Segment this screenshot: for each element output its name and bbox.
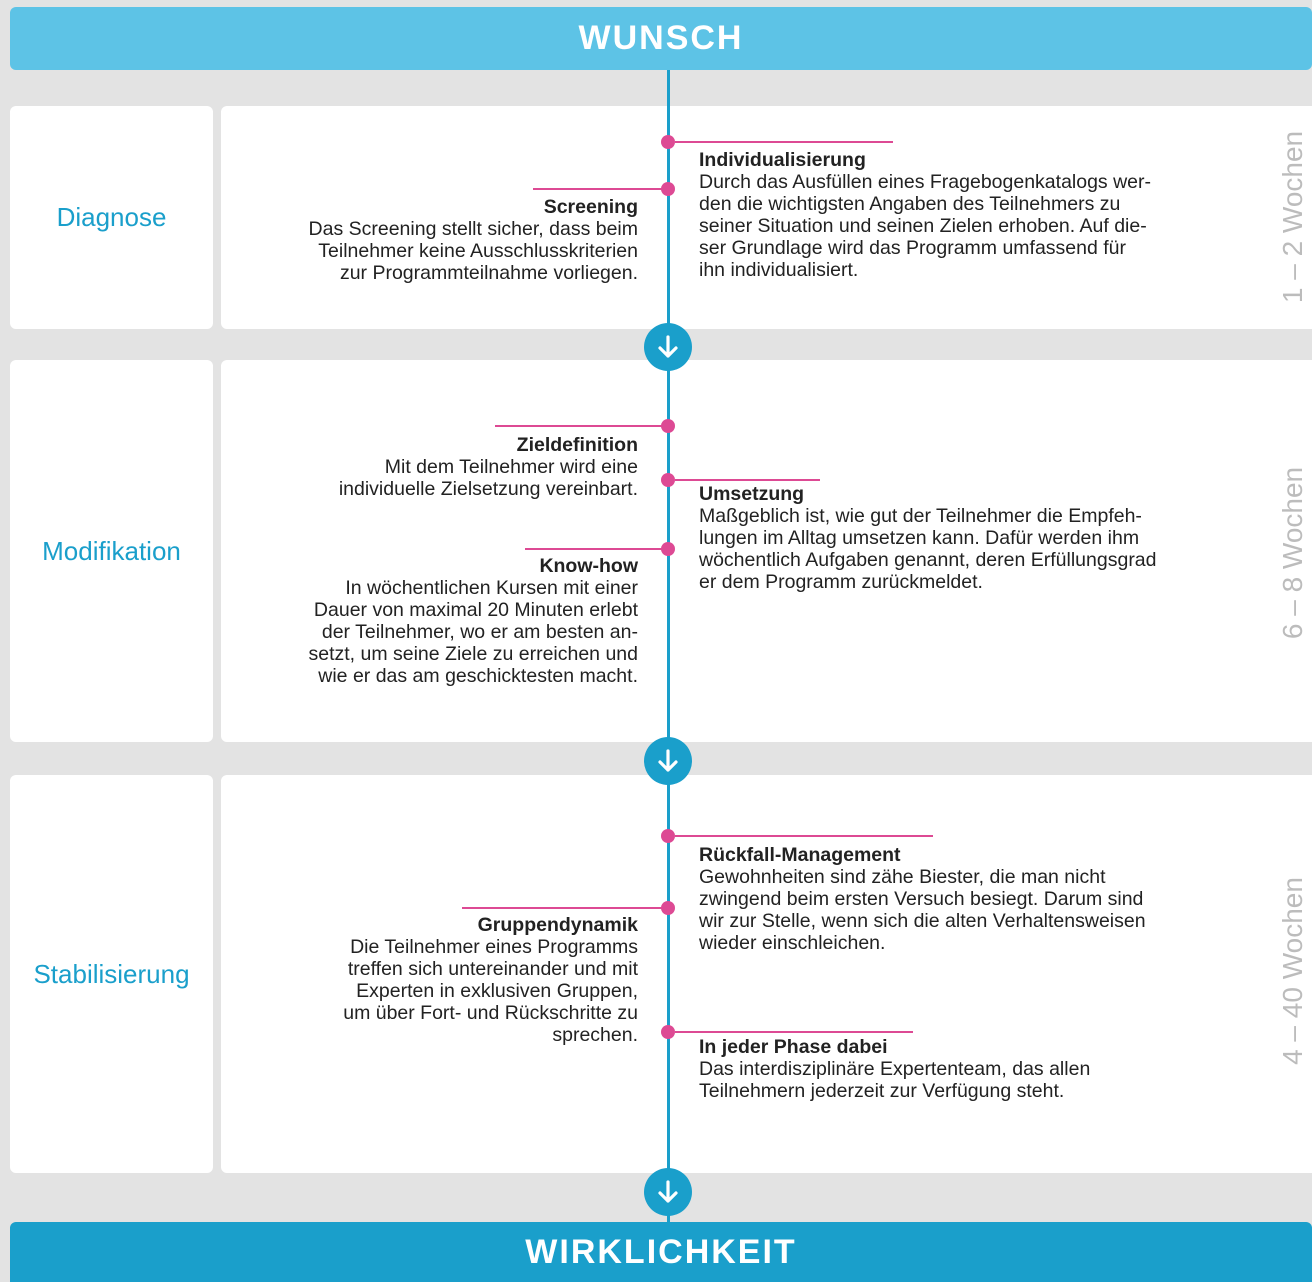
duration-diagnose: 1 – 2 Wochen bbox=[1277, 130, 1308, 304]
entry-line: den die wichtigsten Angaben des Teilnehm… bbox=[699, 193, 1121, 215]
duration-stabilisierung: 4 – 40 Wochen bbox=[1277, 877, 1308, 1065]
phase-label-box-stabilisierung: Stabilisierung bbox=[10, 775, 213, 1173]
entry-title: Umsetzung bbox=[699, 483, 805, 505]
entry-title: In jeder Phase dabei bbox=[699, 1036, 888, 1058]
phase-content-box-stabilisierung bbox=[221, 775, 1312, 1173]
entry-line: Experten in exklusiven Gruppen, bbox=[356, 980, 638, 1002]
entry-line: Gewohnheiten sind zähe Biester, die man … bbox=[699, 866, 1106, 888]
entry-line: wie er das am geschicktesten macht. bbox=[318, 665, 638, 687]
entry-umsetzung: Umsetzung Maßgeblich ist, wie gut der Te… bbox=[699, 483, 1239, 593]
timeline-dot bbox=[661, 829, 675, 843]
entry-line: wir zur Stelle, wenn sich die alten Verh… bbox=[699, 910, 1146, 932]
entry-individualisierung: Individualisierung Durch das Ausfüllen e… bbox=[699, 149, 1199, 281]
arrow-down-icon bbox=[644, 323, 692, 371]
entry-line: Maßgeblich ist, wie gut der Teilnehmer d… bbox=[699, 505, 1142, 527]
entry-title: Screening bbox=[543, 196, 638, 218]
entry-line: Durch das Ausfüllen eines Fragebogenkata… bbox=[699, 171, 1152, 193]
timeline-dot bbox=[661, 135, 675, 149]
entry-know-how: Know-how In wöchentlichen Kursen mit ein… bbox=[240, 555, 638, 687]
timeline-connector bbox=[675, 1031, 913, 1033]
entry-in-jeder-phase-dabei: In jeder Phase dabei Das interdisziplinä… bbox=[699, 1036, 1239, 1102]
entry-line: er dem Programm zurückmeldet. bbox=[699, 571, 983, 593]
entry-title: Zieldefinition bbox=[516, 434, 638, 456]
entry-line: Das Screening stellt sicher, dass beim bbox=[308, 218, 638, 240]
phase-label-box-modifikation: Modifikation bbox=[10, 360, 213, 742]
entry-line: Teilnehmern jederzeit zur Verfügung steh… bbox=[699, 1080, 1065, 1102]
entry-line: In wöchentlichen Kursen mit einer bbox=[345, 577, 638, 599]
entry-title: Rückfall-Management bbox=[699, 844, 901, 866]
phase-content-box-diagnose bbox=[221, 106, 1312, 329]
wirklichkeit-label: WIRKLICHKEIT bbox=[525, 1232, 797, 1271]
phase-name-stabilisierung: Stabilisierung bbox=[33, 958, 190, 989]
entry-line: um über Fort- und Rückschritte zu bbox=[343, 1002, 638, 1024]
entry-line: zur Programmteilnahme vorliegen. bbox=[339, 262, 638, 284]
entry-line: sprechen. bbox=[552, 1024, 638, 1046]
timeline-dot bbox=[661, 473, 675, 487]
entry-line: der Teilnehmer, wo er am besten an- bbox=[321, 621, 638, 643]
timeline-connector bbox=[495, 425, 663, 427]
entry-screening: Screening Das Screening stellt sicher, d… bbox=[240, 196, 638, 284]
entry-line: treffen sich untereinander und mit bbox=[347, 958, 638, 980]
entry-line: ihn individualisiert. bbox=[699, 259, 859, 281]
entry-line: zwingend beim ersten Versuch besiegt. Da… bbox=[699, 888, 1144, 910]
timeline-dot bbox=[661, 901, 675, 915]
entry-line: setzt, um seine Ziele zu erreichen und bbox=[308, 643, 638, 665]
entry-line: ser Grundlage wird das Programm umfassen… bbox=[699, 237, 1127, 259]
wunsch-label: WUNSCH bbox=[578, 19, 744, 57]
entry-line: wöchentlich Aufgaben genannt, deren Erfü… bbox=[699, 549, 1157, 571]
timeline-connector bbox=[525, 548, 663, 550]
entry-title: Gruppendynamik bbox=[477, 914, 638, 936]
timeline-connector bbox=[675, 835, 933, 837]
wirklichkeit-banner: WIRKLICHKEIT bbox=[10, 1222, 1312, 1282]
entry-line: seiner Situation und seinen Zielen erhob… bbox=[699, 215, 1147, 237]
entry-gruppendynamik: Gruppendynamik Die Teilnehmer eines Prog… bbox=[240, 914, 638, 1046]
entry-rueckfall-management: Rückfall-Management Gewohnheiten sind zä… bbox=[699, 844, 1239, 954]
entry-line: lungen im Alltag umsetzen kann. Dafür we… bbox=[699, 527, 1140, 549]
timeline-connector bbox=[533, 188, 663, 190]
timeline-connector bbox=[462, 907, 663, 909]
phase-content-box-modifikation bbox=[221, 360, 1312, 742]
entry-line: Teilnehmer keine Ausschlusskriterien bbox=[318, 240, 638, 262]
timeline-dot bbox=[661, 182, 675, 196]
timeline-dot bbox=[661, 542, 675, 556]
timeline-dot bbox=[661, 1025, 675, 1039]
entry-line: individuelle Zielsetzung vereinbart. bbox=[338, 478, 638, 500]
entry-line: Das interdisziplinäre Expertenteam, das … bbox=[699, 1058, 1091, 1080]
entry-title: Individualisierung bbox=[699, 149, 866, 171]
entry-line: wieder einschleichen. bbox=[699, 932, 886, 954]
entry-line: Mit dem Teilnehmer wird eine bbox=[384, 456, 638, 478]
duration-modifikation: 6 – 8 Wochen bbox=[1277, 466, 1308, 640]
entry-line: Die Teilnehmer eines Programms bbox=[350, 936, 638, 958]
timeline-connector bbox=[675, 479, 820, 481]
entry-zieldefinition: Zieldefinition Mit dem Teilnehmer wird e… bbox=[240, 434, 638, 500]
arrow-down-icon bbox=[644, 737, 692, 785]
timeline-line bbox=[667, 70, 670, 1222]
entry-title: Know-how bbox=[539, 555, 638, 577]
timeline-dot bbox=[661, 419, 675, 433]
phase-label-box-diagnose: Diagnose bbox=[10, 106, 213, 329]
timeline-connector bbox=[675, 141, 893, 143]
phase-name-diagnose: Diagnose bbox=[56, 202, 167, 232]
arrow-down-icon bbox=[644, 1168, 692, 1216]
wunsch-banner: WUNSCH bbox=[10, 7, 1312, 70]
phase-name-modifikation: Modifikation bbox=[42, 535, 181, 566]
entry-line: Dauer von maximal 20 Minuten erlebt bbox=[313, 599, 638, 621]
